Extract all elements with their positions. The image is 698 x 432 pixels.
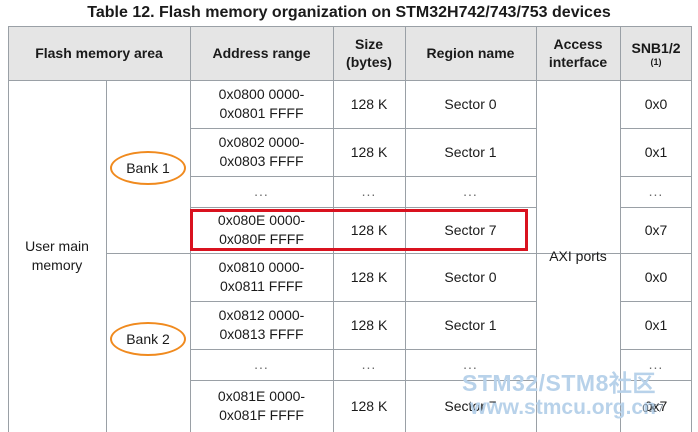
snb-cell: 0x1 [644,143,668,160]
snb-cell: 0x0 [644,268,668,285]
region-name-cell: Sector 1 [444,143,497,160]
header-size: Size (bytes) [333,26,405,80]
address-range-cell: 0x0812 0000- 0x0813 FFFF [190,301,333,349]
address-start: ... [254,183,269,199]
region-name-cell: Sector 7 [444,221,497,238]
grid-line [620,301,692,302]
address-start: 0x0812 0000- [218,307,305,323]
address-start: 0x0800 0000- [218,86,305,102]
address-start: 0x0810 0000- [218,259,305,275]
grid-line [620,349,692,350]
grid-line [620,207,692,208]
address-end: 0x0803 FFFF [219,153,304,169]
snb-cell: 0x1 [644,316,668,333]
address-range-cell: 0x0810 0000- 0x0811 FFFF [190,253,333,301]
size-cell: 128 K [350,268,388,285]
watermark-tag: 0X7 [642,402,664,415]
header-access-interface: Access interface [536,26,620,80]
address-start: 0x0802 0000- [218,134,305,150]
grid-line [8,80,692,81]
header-snb-label: SNB1/2 [631,40,681,56]
address-end: 0x081F FFFF [219,407,304,423]
header-flash-area: Flash memory area [35,45,163,61]
bank-2-oval: Bank 2 [110,322,186,356]
address-start: 0x080E 0000- [217,212,306,228]
grid-line [190,380,536,381]
access-interface-value: AXI ports [549,247,607,264]
address-range-cell: 0x080E 0000- 0x080F FFFF [190,207,333,253]
region-name-cell: Sector 1 [444,316,497,333]
size-cell: 128 K [350,95,388,112]
size-cell: ... [361,356,377,372]
address-start: ... [254,356,269,372]
grid-line [536,26,537,432]
header-region-name: Region name [426,45,515,61]
size-cell: 128 K [350,316,388,333]
snb-cell: ... [648,356,664,372]
snb-cell: ... [648,183,664,199]
grid-line [333,26,334,432]
grid-line [620,176,692,177]
grid-line [405,26,406,432]
header-access-line2: interface [548,54,608,70]
header-size-line2: (bytes) [346,54,392,70]
sector-7-highlight [190,209,528,251]
address-range-cell: ... [190,349,333,380]
address-end: 0x0801 FFFF [219,105,304,121]
grid-line [190,128,536,129]
header-row [8,26,692,80]
bank-2-label: Bank 2 [126,331,170,347]
grid-line [190,301,536,302]
area-label-line2: memory [31,257,83,273]
grid-line [620,128,692,129]
header-address-range: Address range [212,45,311,61]
address-range-cell: 0x0802 0000- 0x0803 FFFF [190,128,333,176]
address-start: 0x081E 0000- [217,388,306,404]
region-name-cell: Sector 7 [444,397,497,414]
region-name-cell: ... [463,183,478,199]
grid-line [106,253,692,254]
size-cell: 128 K [350,397,388,414]
region-name-cell: Sector 0 [444,95,497,112]
region-name-cell: ... [463,356,478,372]
address-end: 0x080F FFFF [219,231,304,247]
header-access-line1: Access [553,36,603,52]
grid-line [190,176,536,177]
grid-line [190,207,536,208]
address-range-cell: 0x0800 0000- 0x0801 FFFF [190,80,333,128]
watermark-url: www.stmcu.org.cn [470,396,656,419]
area-label-line1: User main [25,238,89,254]
user-main-memory-label: User main memory [8,80,106,432]
bank-1-label: Bank 1 [126,160,170,176]
grid-line [190,349,536,350]
grid-line [620,380,692,381]
snb-cell: 0x7 [644,397,668,414]
address-range-cell: ... [190,176,333,207]
table-title: Table 12. Flash memory organization on S… [87,4,611,21]
address-end: 0x0811 FFFF [220,278,303,294]
address-range-cell: 0x081E 0000- 0x081F FFFF [190,380,333,432]
table-frame [8,26,692,432]
size-cell: 128 K [350,221,388,238]
header-snb-footnote: (1) [650,57,662,67]
size-cell: ... [361,183,377,199]
header-snb: SNB1/2 (1) [620,26,692,80]
snb-cell: 0x0 [644,95,668,112]
region-name-cell: Sector 0 [444,268,497,285]
watermark-site-name: STM32/STM8社区 [462,370,656,396]
address-end: 0x0813 FFFF [219,326,304,342]
snb-cell: 0x7 [644,221,668,238]
grid-line [620,26,621,432]
bank-1-oval: Bank 1 [110,151,186,185]
grid-line [106,80,107,432]
size-cell: 128 K [350,143,388,160]
header-size-line1: Size [354,36,383,52]
